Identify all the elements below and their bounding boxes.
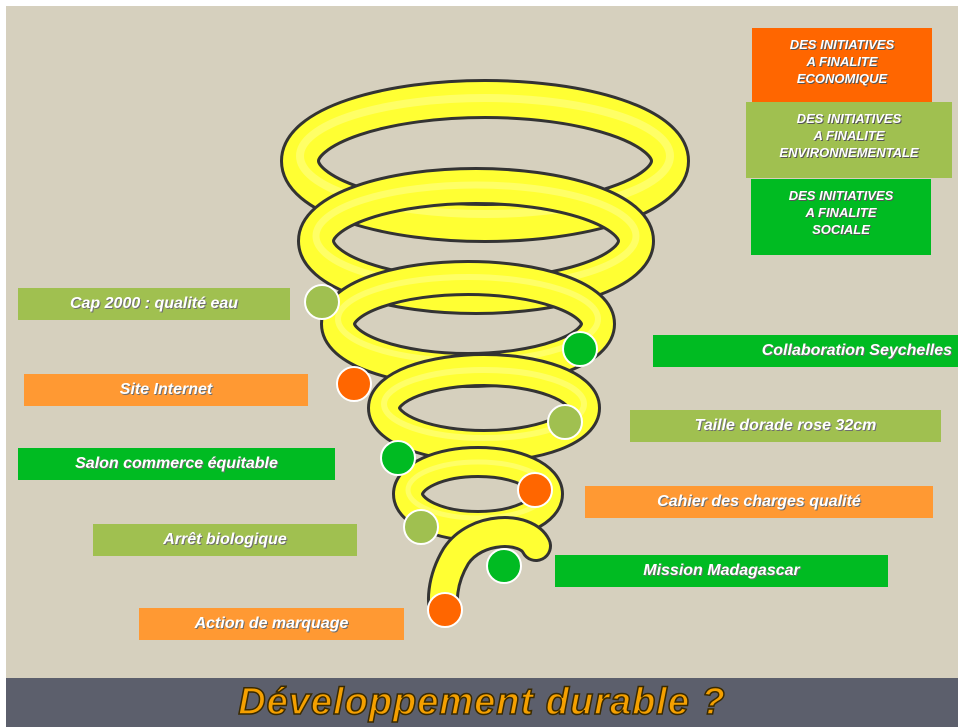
footer-bar: Développement durable ? (6, 678, 958, 727)
initiative-marker (336, 366, 372, 402)
slide-canvas: DES INITIATIVES A FINALITE ECONOMIQUE DE… (6, 6, 958, 678)
legend-line: SOCIALE (812, 222, 870, 237)
spiral-coil-highlight (296, 94, 674, 218)
initiative-label: Site Internet (24, 374, 308, 406)
initiative-marker (562, 331, 598, 367)
initiative-label: Cahier des charges qualité (585, 486, 933, 518)
legend-line: DES INITIATIVES (789, 37, 895, 52)
initiative-marker (517, 472, 553, 508)
legend-line: A FINALITE (806, 54, 878, 69)
legend-line: DES INITIATIVES (788, 188, 894, 203)
legend-social: DES INITIATIVES A FINALITE SOCIALE (751, 179, 931, 255)
initiative-label: Mission Madagascar (555, 555, 888, 587)
initiative-label: Action de marquage (139, 608, 404, 640)
legend-line: ENVIRONNEMENTALE (779, 145, 919, 160)
initiative-label: Taille dorade rose 32cm (630, 410, 941, 442)
initiative-label: Salon commerce équitable (18, 448, 335, 480)
initiative-marker (486, 548, 522, 584)
initiative-marker (380, 440, 416, 476)
initiative-label: Cap 2000 : qualité eau (18, 288, 290, 320)
legend-line: A FINALITE (805, 205, 877, 220)
slide-title: Développement durable ? (237, 680, 726, 724)
spiral-coil-highlight (381, 367, 587, 441)
initiative-label: Arrêt biologique (93, 524, 357, 556)
initiative-marker (547, 404, 583, 440)
legend-environmental: DES INITIATIVES A FINALITE ENVIRONNEMENT… (746, 102, 952, 178)
initiative-label: Collaboration Seychelles (653, 335, 958, 367)
legend-line: ECONOMIQUE (796, 71, 888, 86)
legend-line: A FINALITE (813, 128, 885, 143)
initiative-marker (403, 509, 439, 545)
initiative-marker (304, 284, 340, 320)
legend-economic: DES INITIATIVES A FINALITE ECONOMIQUE (752, 28, 932, 102)
legend-line: DES INITIATIVES (796, 111, 902, 126)
initiative-marker (427, 592, 463, 628)
